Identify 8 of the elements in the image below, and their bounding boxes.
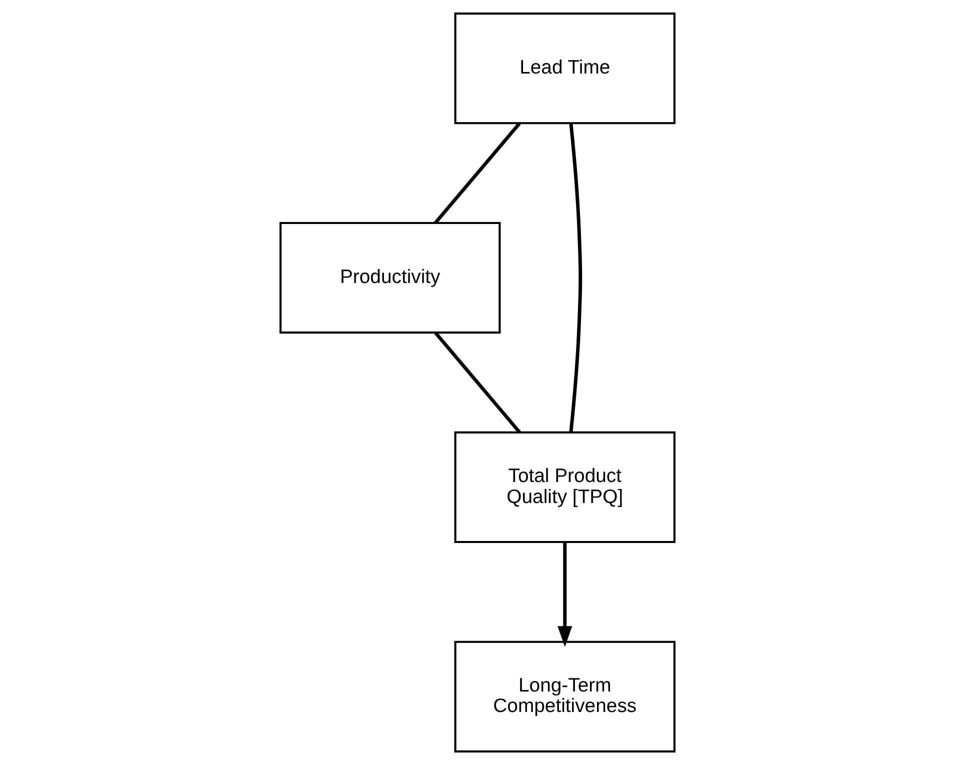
node-box: Lead Time	[454, 12, 675, 124]
node-box: Total Product Quality [TPQ]	[454, 431, 675, 544]
connector	[434, 122, 520, 224]
connector	[568, 123, 582, 433]
connector	[434, 332, 520, 434]
node-box: Long-Term Competitiveness	[454, 640, 675, 752]
node-box: Productivity	[279, 222, 500, 334]
arrow	[557, 542, 572, 648]
